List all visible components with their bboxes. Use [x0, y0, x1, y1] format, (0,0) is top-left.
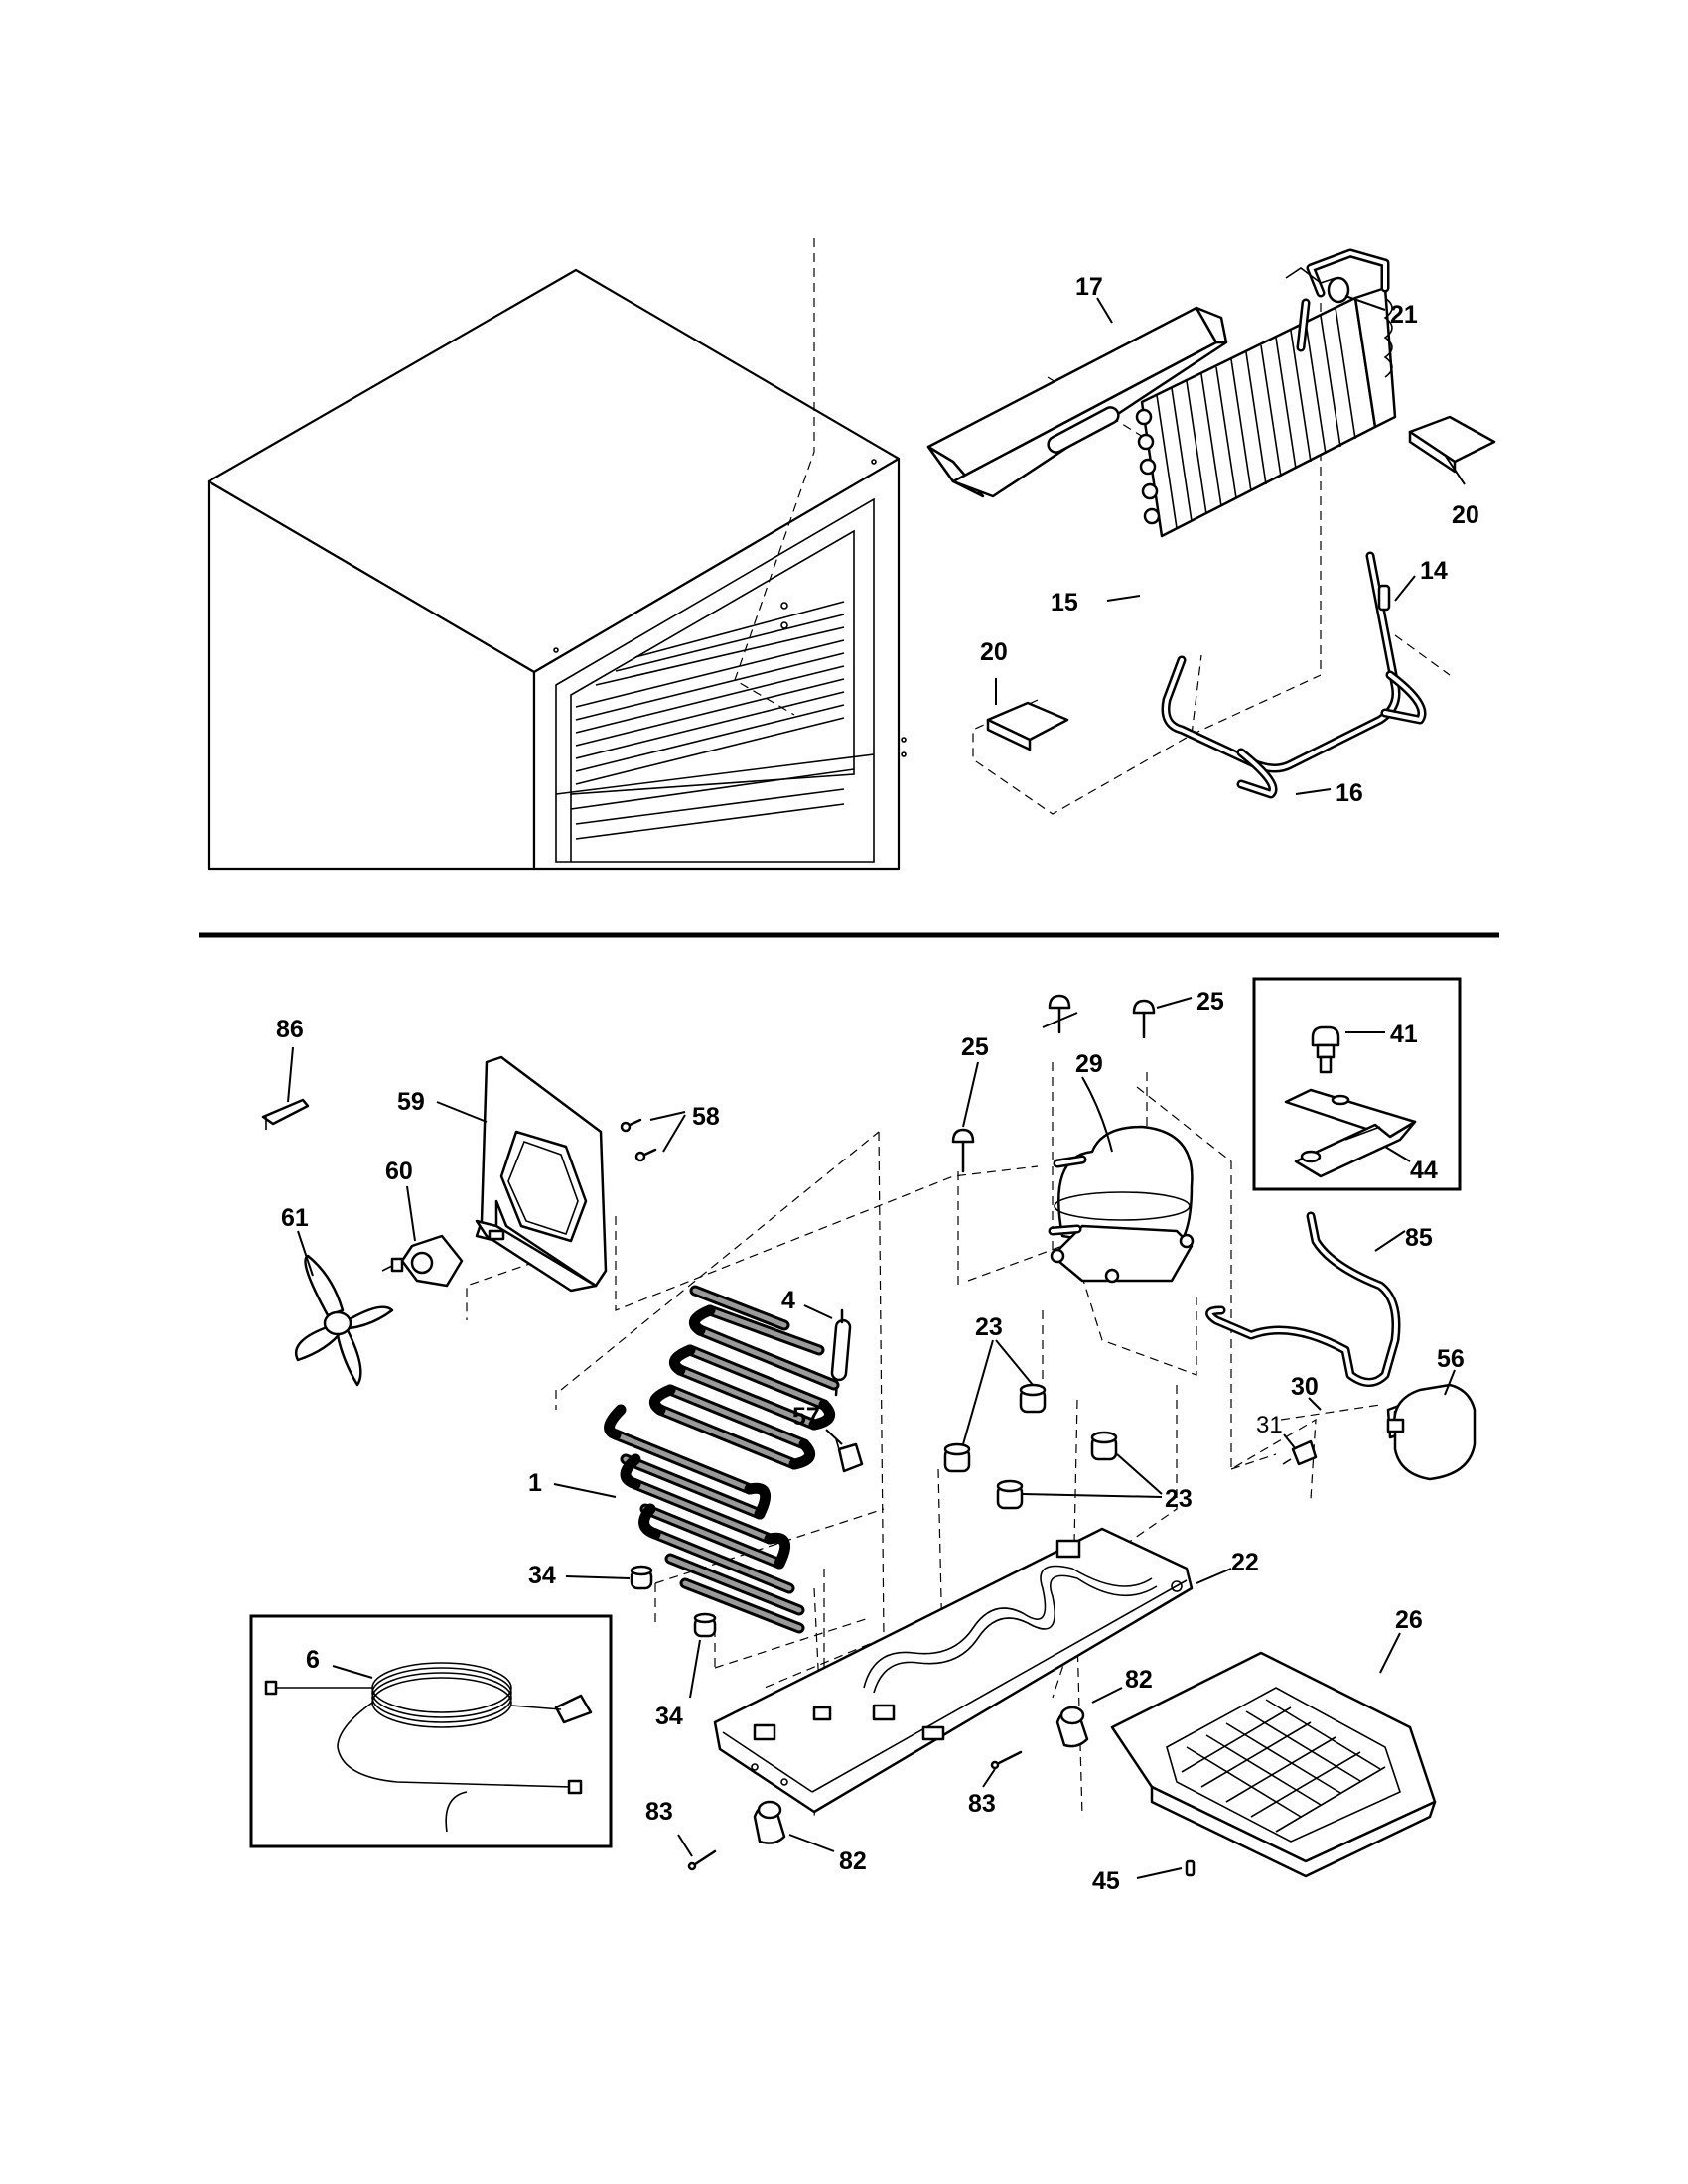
callout-17: 17: [1075, 273, 1103, 301]
clip-86: [261, 1046, 310, 1130]
callout-61: 61: [281, 1204, 309, 1232]
callout-31: 31: [1256, 1412, 1283, 1438]
fan-shroud: [436, 1055, 608, 1293]
callout-29: 29: [1075, 1050, 1103, 1078]
callout-83: 83: [645, 1798, 673, 1826]
pad-upper: [1408, 415, 1496, 474]
screws-58: [620, 1111, 686, 1162]
evaporator: [1135, 248, 1397, 538]
callout-16: 16: [1336, 779, 1363, 807]
screw-45: [1136, 1859, 1196, 1879]
inset-box-wire-harness: [249, 1614, 613, 1848]
pad-lower: [986, 701, 1069, 751]
inset-box-bracket: [1252, 977, 1462, 1191]
grommets-23: [943, 1339, 1163, 1510]
drain-pan-grid: [1181, 1699, 1386, 1833]
callout-82: 82: [1125, 1666, 1153, 1694]
cabinet-ribs: [575, 601, 845, 840]
callout-58: 58: [692, 1103, 720, 1131]
evaporator-fins: [1156, 307, 1356, 529]
callout-labels: 17 21 20 14 15 20 16 86 59 58 60 61 25 2…: [276, 273, 1479, 1895]
callout-14: 14: [1420, 557, 1448, 585]
callout-25: 25: [961, 1033, 989, 1061]
callout-25: 25: [1196, 988, 1224, 1016]
callout-56: 56: [1437, 1345, 1465, 1373]
callout-44: 44: [1410, 1157, 1438, 1184]
base-pan: [713, 1527, 1232, 1814]
refrigerator-cabinet: [207, 268, 907, 871]
heater-clips: [1236, 670, 1427, 799]
callout-45: 45: [1092, 1867, 1120, 1895]
callout-15: 15: [1051, 589, 1078, 616]
callout-85: 85: [1405, 1224, 1433, 1252]
screws-83: [677, 1750, 1023, 1871]
callout-60: 60: [385, 1158, 413, 1185]
screws-25: [951, 994, 1193, 1173]
callout-1: 1: [528, 1469, 542, 1497]
callout-23: 23: [975, 1313, 1003, 1341]
sensor: [1285, 267, 1350, 304]
callout-57: 57: [792, 1403, 820, 1431]
callout-41: 41: [1390, 1021, 1418, 1048]
evaporator-cover: [926, 306, 1228, 498]
callout-4: 4: [781, 1287, 795, 1314]
callout-82: 82: [839, 1847, 867, 1875]
callout-26: 26: [1395, 1606, 1423, 1634]
relay-overload: [1282, 1369, 1477, 1481]
callout-34: 34: [528, 1562, 556, 1589]
feet-82: [753, 1687, 1123, 1852]
compressor: [1048, 1076, 1195, 1284]
callout-20: 20: [980, 638, 1008, 666]
callout-23: 23: [1165, 1485, 1193, 1513]
callout-34: 34: [655, 1703, 683, 1730]
callout-22: 22: [1231, 1549, 1259, 1576]
drain-pan: [1110, 1632, 1437, 1878]
callout-30: 30: [1291, 1373, 1319, 1401]
callout-21: 21: [1390, 301, 1418, 329]
callout-6: 6: [306, 1646, 320, 1674]
clip-57: [825, 1429, 864, 1473]
drier: [803, 1304, 852, 1397]
condenser-feet: [565, 1565, 717, 1699]
condenser-coil: [553, 1285, 840, 1634]
callout-59: 59: [397, 1088, 425, 1116]
callout-20: 20: [1452, 501, 1479, 529]
callout-86: 86: [276, 1016, 304, 1043]
fan-motor: [381, 1185, 464, 1288]
tube-85: [1205, 1211, 1406, 1387]
callout-83: 83: [968, 1790, 996, 1818]
fan-blade: [295, 1230, 394, 1387]
top-leaders: [995, 295, 1466, 795]
defrost-heater: [1161, 551, 1401, 773]
